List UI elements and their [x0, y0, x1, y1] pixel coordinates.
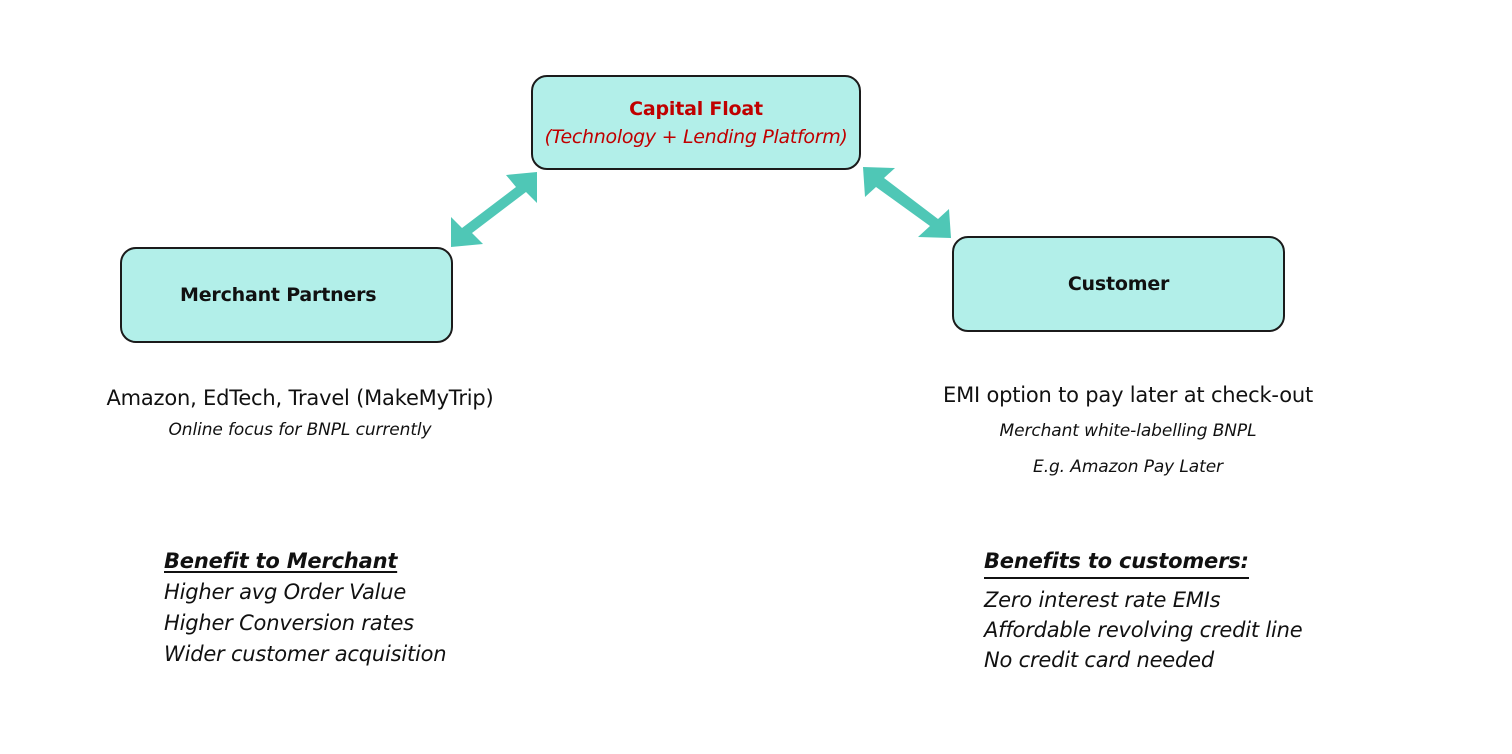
merchant-focus-note: Online focus for BNPL currently — [168, 420, 432, 440]
customer-title: Customer — [1067, 273, 1170, 295]
merchant-benefits: Benefit to Merchant Higher avg Order Val… — [164, 546, 447, 670]
arrow-merchant-capital — [451, 172, 537, 247]
capital-float-title: Capital Float — [629, 97, 763, 120]
arrow-capital-customer — [863, 167, 951, 238]
merchant-description: Amazon, EdTech, Travel (MakeMyTrip) Onli… — [60, 386, 540, 440]
merchant-benefit-item: Higher avg Order Value — [164, 580, 407, 604]
customer-benefit-item: No credit card needed — [984, 648, 1214, 672]
customer-emi-option: EMI option to pay later at check-out — [943, 383, 1313, 407]
capital-float-subtitle: (Technology + Lending Platform) — [544, 125, 848, 148]
customer-white-label-note: Merchant white-labelling BNPL — [999, 421, 1257, 441]
customer-benefit-item: Affordable revolving credit line — [984, 618, 1303, 642]
customer-description: EMI option to pay later at check-out Mer… — [888, 383, 1368, 477]
customer-example-note: E.g. Amazon Pay Later — [1033, 457, 1223, 477]
merchant-benefits-heading: Benefit to Merchant — [164, 549, 398, 573]
merchant-partners-node: Merchant Partners — [120, 247, 453, 343]
merchant-benefit-item: Higher Conversion rates — [164, 611, 414, 635]
customer-benefits-heading: Benefits to customers: — [984, 547, 1249, 579]
merchant-examples: Amazon, EdTech, Travel (MakeMyTrip) — [106, 386, 494, 410]
customer-benefit-item: Zero interest rate EMIs — [984, 588, 1221, 612]
merchant-partners-title: Merchant Partners — [180, 284, 377, 306]
customer-node: Customer — [952, 236, 1285, 332]
capital-float-node: Capital Float (Technology + Lending Plat… — [531, 75, 861, 170]
merchant-benefit-item: Wider customer acquisition — [164, 642, 447, 666]
customer-benefits: Benefits to customers: Zero interest rat… — [984, 546, 1303, 675]
